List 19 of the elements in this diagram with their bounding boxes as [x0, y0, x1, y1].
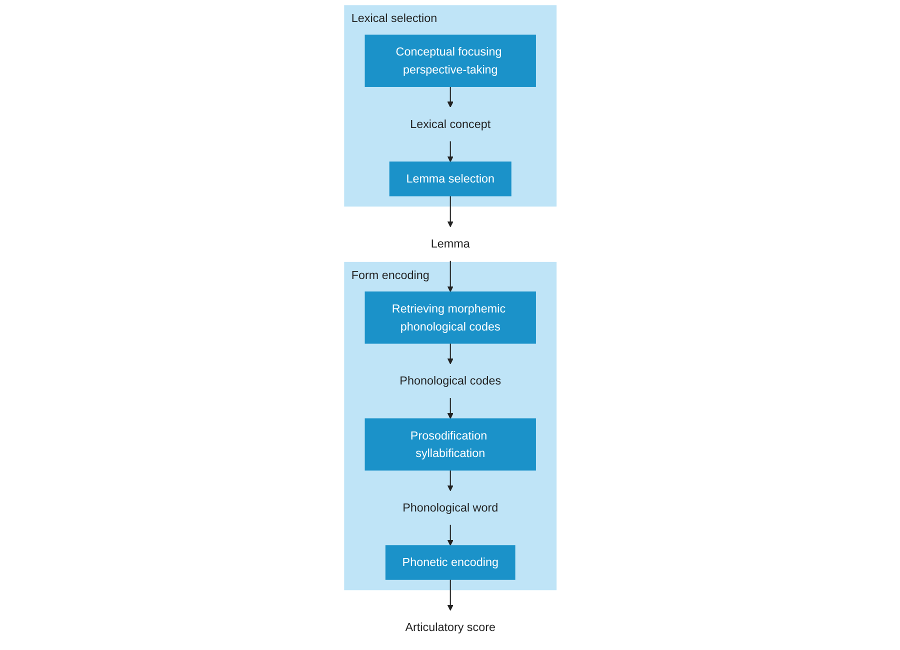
node-text: Phonological codes: [399, 374, 501, 388]
node-box: Retrieving morphemic phonological codes: [364, 291, 536, 344]
arrow: [446, 141, 454, 162]
arrow: [446, 196, 454, 228]
arrow: [446, 398, 454, 419]
arrow: [446, 86, 454, 108]
node-box: Conceptual focusing perspective-taking: [364, 34, 536, 87]
arrow: [446, 470, 454, 492]
node-box: Phonetic encoding: [385, 545, 515, 580]
node-box: Lemma selection: [388, 162, 511, 196]
arrow: [446, 343, 454, 364]
node-text: Lexical concept: [410, 118, 490, 131]
arrow: [446, 580, 454, 611]
arrow: [446, 524, 454, 546]
node-box: Prosodification syllabification: [364, 418, 536, 471]
node-text: Articulatory score: [404, 620, 496, 634]
node-text: Phonological word: [402, 501, 498, 514]
node-text: Lemma: [430, 237, 470, 250]
arrow: [446, 260, 454, 292]
